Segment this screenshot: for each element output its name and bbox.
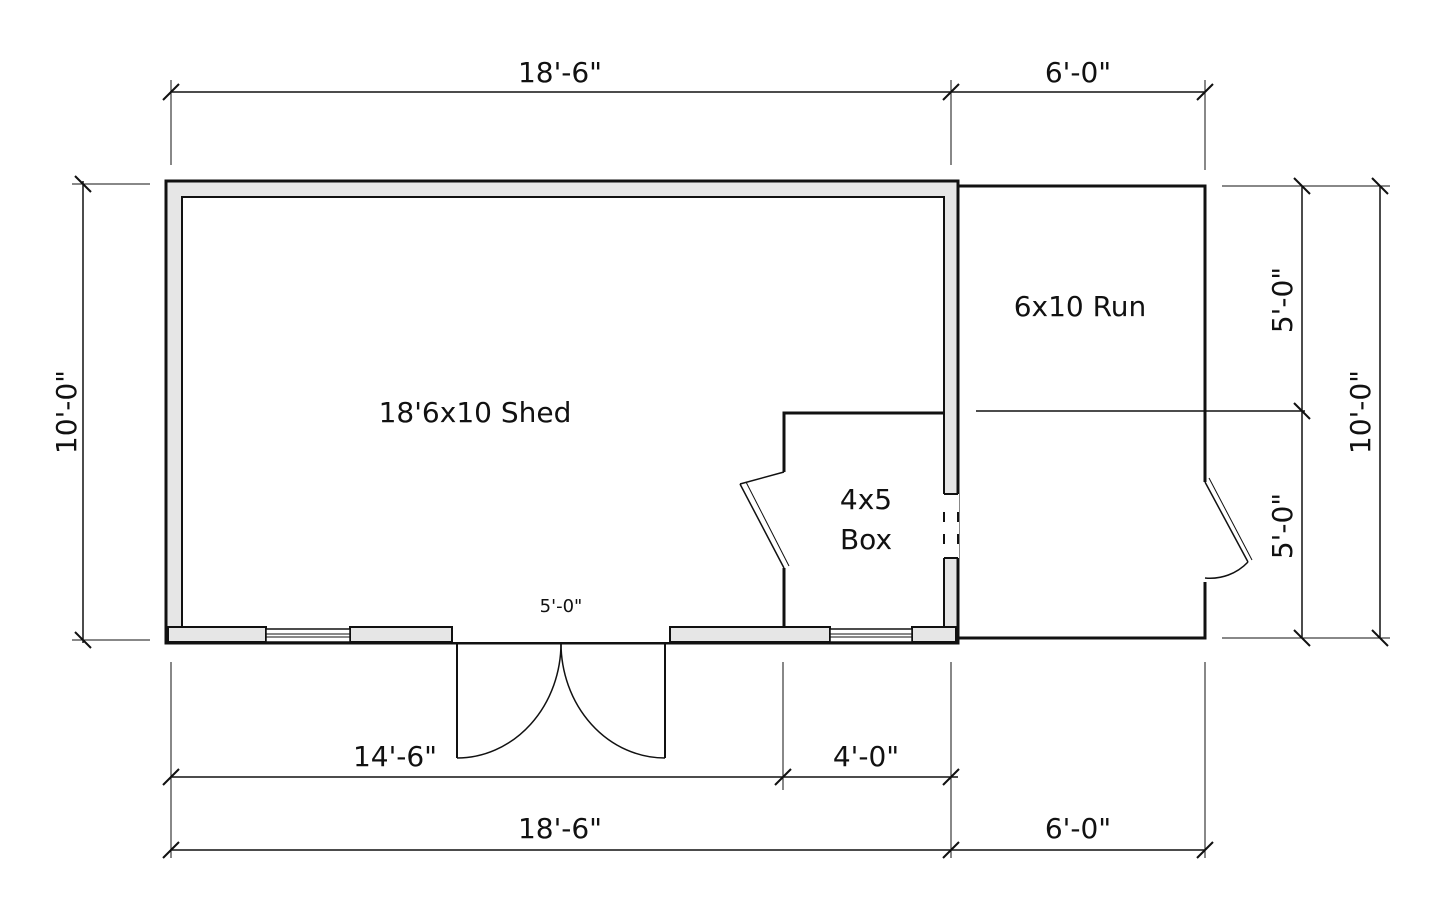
- wall-segment: [911, 626, 957, 643]
- bottom-run-dimension: 6'-0": [1045, 812, 1111, 845]
- right-dimensions: [1222, 177, 1390, 647]
- run-enclosure: [958, 184, 1305, 640]
- shed-label: 18'6x10 Shed: [379, 396, 572, 429]
- wall-segment: [167, 626, 267, 643]
- window: [829, 628, 913, 643]
- run-upper-dimension: 5'-0": [1266, 267, 1299, 333]
- run-label: 6x10 Run: [1014, 290, 1147, 323]
- bottom-left-dimension: 14'-6": [353, 740, 437, 773]
- box-label-line1: 4x5: [840, 483, 892, 516]
- top-shed-dimension: 18'-6": [518, 56, 602, 89]
- double-door: [456, 642, 666, 759]
- left-height-dimension: 10'-0": [50, 370, 83, 454]
- top-run-dimension: 6'-0": [1045, 56, 1111, 89]
- right-height-dimension: 10'-0": [1344, 370, 1377, 454]
- box-label-line2: Box: [840, 523, 892, 556]
- left-dimension: [72, 175, 150, 649]
- run-lower-dimension: 5'-0": [1266, 493, 1299, 559]
- top-dimension: [162, 80, 1214, 170]
- bottom-dimensions: [162, 662, 1214, 859]
- bottom-box-dimension: 4'-0": [833, 740, 899, 773]
- door-width-label: 5'-0": [540, 596, 583, 617]
- wall-segment: [669, 626, 831, 643]
- box-partition: [739, 411, 944, 627]
- bottom-shed-dimension: 18'-6": [518, 812, 602, 845]
- wall-segment: [349, 626, 453, 643]
- window: [265, 628, 351, 643]
